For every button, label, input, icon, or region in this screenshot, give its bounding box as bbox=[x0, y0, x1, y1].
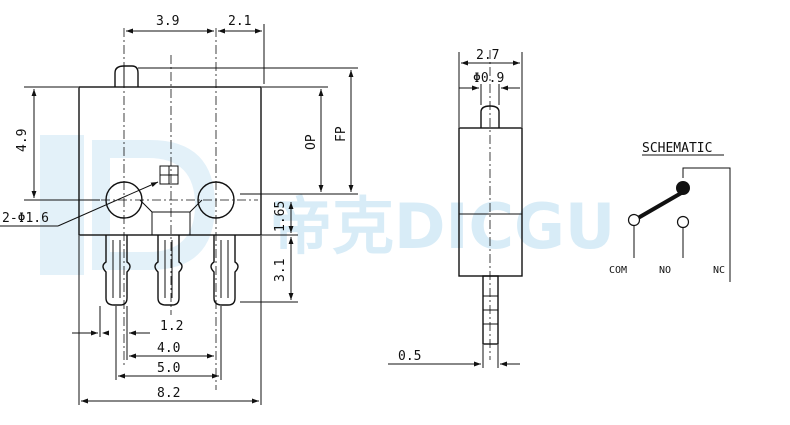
schematic-title: SCHEMATIC bbox=[642, 141, 712, 156]
side-view: 2.7 Φ0.9 0.5 bbox=[388, 48, 523, 368]
switch-body bbox=[78, 86, 262, 236]
front-view: 3.9 2.1 4.9 OP FP 2-Φ1.6 1.65 3.1 bbox=[0, 14, 358, 405]
pin-center bbox=[154, 235, 183, 306]
pin-left bbox=[102, 235, 131, 306]
dim-top-right: 2.1 bbox=[228, 14, 251, 29]
dim-side-width: 2.7 bbox=[476, 48, 499, 63]
com-terminal bbox=[627, 213, 641, 227]
dim-top-left: 3.9 bbox=[156, 14, 179, 29]
com-label: COM bbox=[609, 265, 627, 276]
switch-lever bbox=[636, 190, 685, 220]
no-label: NO bbox=[659, 265, 671, 276]
dim-pitch: 4.0 bbox=[157, 341, 180, 356]
dim-pin-length: 3.1 bbox=[273, 259, 288, 282]
watermark-text: 帝克DICGU bbox=[270, 190, 615, 263]
watermark: 帝克DICGU bbox=[40, 135, 615, 275]
dim-pin-offset: 1.65 bbox=[273, 201, 288, 232]
dim-actuator: Φ0.9 bbox=[473, 71, 504, 86]
dim-op: OP bbox=[304, 134, 319, 150]
schematic: SCHEMATIC COM NO NC bbox=[609, 141, 731, 282]
nc-label: NC bbox=[713, 265, 725, 276]
dim-fp: FP bbox=[334, 126, 349, 142]
no-terminal bbox=[676, 215, 690, 229]
nc-contact bbox=[676, 181, 690, 195]
dim-height: 4.9 bbox=[15, 129, 30, 152]
dim-hole-pitch: 5.0 bbox=[157, 361, 180, 376]
dim-hole: 2-Φ1.6 bbox=[2, 211, 49, 226]
dim-pin-width: 1.2 bbox=[160, 319, 183, 334]
dim-pin-thickness: 0.5 bbox=[398, 349, 421, 364]
actuator-nub bbox=[114, 65, 139, 87]
dim-body-width: 8.2 bbox=[157, 386, 180, 401]
pin-right bbox=[210, 235, 239, 306]
